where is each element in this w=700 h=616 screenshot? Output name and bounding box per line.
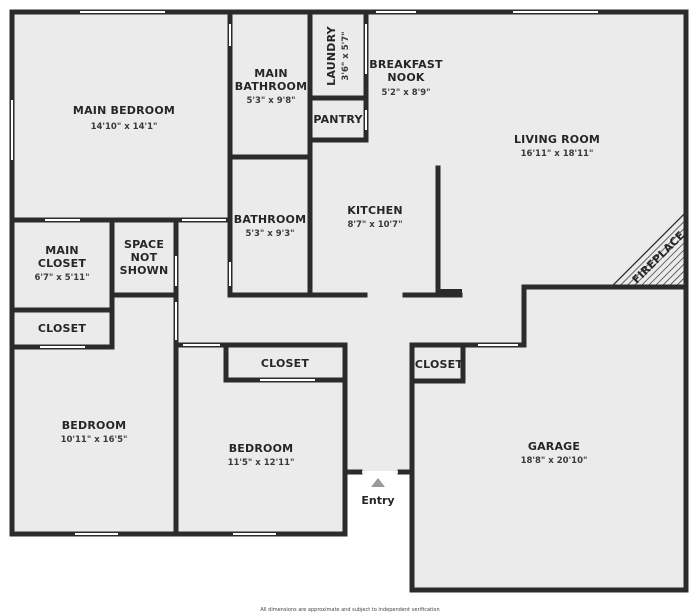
- breakfast-nook-label-line1: BREAKFAST: [369, 58, 443, 71]
- main-closet-label-line1: MAIN: [45, 244, 79, 257]
- closet-center-label: CLOSET: [261, 357, 309, 370]
- bathroom-dim: 5'3" x 9'3": [245, 229, 294, 239]
- garage-label: GARAGE: [528, 440, 580, 453]
- main-bedroom-label: MAIN BEDROOM: [73, 104, 175, 117]
- space-not-shown-line2: NOT: [131, 251, 158, 264]
- bathroom-label: BATHROOM: [234, 213, 306, 226]
- main-bedroom-dim: 14'10" x 14'1": [91, 122, 158, 132]
- garage-dim: 18'8" x 20'10": [521, 456, 588, 466]
- walls: [9, 9, 689, 593]
- space-not-shown-line3: SHOWN: [120, 264, 169, 277]
- floor-area: [12, 12, 686, 590]
- bedroom-left-label: BEDROOM: [62, 419, 127, 432]
- kitchen-threshold: [440, 289, 462, 293]
- entry-arrow-icon: [371, 478, 385, 487]
- main-bathroom-label-line1: MAIN: [254, 67, 288, 80]
- bedroom-center-label: BEDROOM: [229, 442, 294, 455]
- bedroom-center-dim: 11'5" x 12'11": [228, 458, 295, 468]
- main-closet-dim: 6'7" x 5'11": [34, 273, 89, 283]
- kitchen-label: KITCHEN: [347, 204, 403, 217]
- pantry-label: PANTRY: [313, 113, 363, 126]
- footer-disclaimer: All dimensions are approximate and subje…: [260, 607, 439, 613]
- living-room-label: LIVING ROOM: [514, 133, 600, 146]
- living-room-dim: 16'11" x 18'11": [521, 149, 594, 159]
- breakfast-nook-label-line2: NOOK: [387, 71, 425, 84]
- breakfast-nook-dim: 5'2" x 8'9": [381, 88, 430, 98]
- entry-label: Entry: [361, 494, 394, 507]
- closet-garage-label: CLOSET: [415, 358, 463, 371]
- space-not-shown-line1: SPACE: [124, 238, 164, 251]
- kitchen-dim: 8'7" x 10'7": [347, 220, 402, 230]
- main-closet-label-line2: CLOSET: [38, 257, 86, 270]
- laundry-dim: 3'6" x 5'7": [341, 31, 351, 80]
- bedroom-left-dim: 10'11" x 16'5": [61, 435, 128, 445]
- main-bathroom-label-line2: BATHROOM: [235, 80, 307, 93]
- windows: [11, 11, 598, 535]
- main-bathroom-dim: 5'3" x 9'8": [246, 96, 295, 106]
- laundry-label: LAUNDRY: [325, 25, 338, 86]
- closet-left-label: CLOSET: [38, 322, 86, 335]
